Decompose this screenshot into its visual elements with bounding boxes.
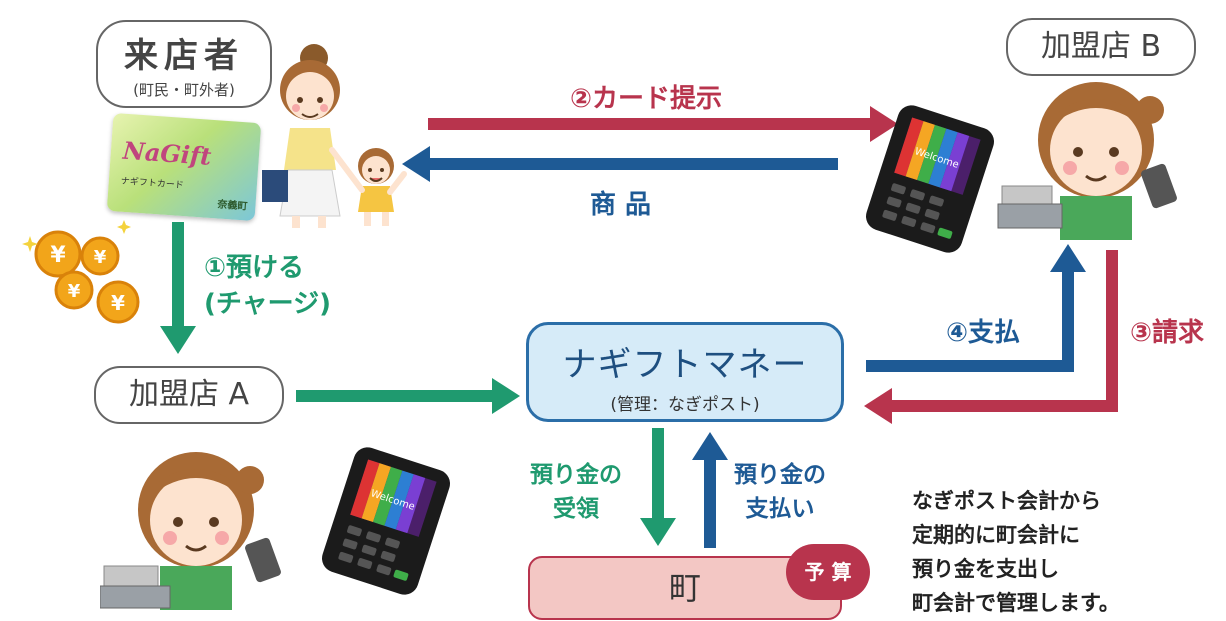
label-claim: ③請求 — [1130, 318, 1205, 348]
nagift-card: NaGift ナギフトカード 奈義町 — [106, 112, 262, 222]
arrow-pay — [866, 244, 1086, 372]
coin-symbol: ¥ — [111, 291, 125, 315]
card-name: ナギフトカード — [120, 176, 185, 192]
coin-4: ¥ — [96, 280, 140, 324]
label-deposit-pay-line1: 預り金の — [734, 462, 826, 488]
town-label: 町 — [668, 569, 701, 607]
label-charge-line1: ①預ける — [204, 253, 305, 283]
budget-badge: 予 算 — [786, 544, 870, 600]
yen-coins: ¥ ¥ ¥ ¥ — [22, 220, 140, 324]
note-line-1: なぎポスト会計から — [912, 489, 1101, 513]
payment-terminal-a: Welcome — [322, 447, 450, 595]
clerk-a-illustration — [100, 452, 281, 610]
visitor-subtitle: (町民・町外者) — [133, 81, 235, 99]
arrow-deposit-pay — [692, 432, 728, 548]
coin-symbol: ¥ — [94, 247, 107, 268]
arrow-claim — [864, 250, 1118, 424]
coin-1: ¥ — [34, 230, 82, 278]
label-deposit-receive-line2: 受領 — [553, 496, 599, 522]
label-deposit-pay: 預り金の 支払い — [734, 458, 826, 526]
center-title: ナギフトマネー — [562, 345, 808, 385]
visitor-title: 来店者 — [124, 36, 244, 76]
explanation-note: なぎポスト会計から 定期的に町会計に 預り金を支出し 町会計で管理します。 — [912, 484, 1120, 620]
coin-2: ¥ — [80, 236, 120, 276]
note-line-4: 町会計で管理します。 — [912, 591, 1120, 615]
arrow-goods — [402, 146, 838, 182]
payment-terminal-b: Welcome — [866, 105, 994, 253]
coin-symbol: ¥ — [68, 281, 81, 302]
label-deposit-pay-line2: 支払い — [745, 496, 815, 522]
arrow-charge — [160, 222, 196, 354]
coin-3: ¥ — [54, 270, 94, 310]
label-deposit-receive: 預り金の 受領 — [530, 458, 622, 526]
card-brand: NaGift — [122, 135, 213, 171]
store-b-text: 加盟店 B — [1040, 29, 1162, 64]
budget-badge-text: 予 算 — [804, 560, 852, 584]
label-card-present: ②カード提示 — [570, 84, 723, 114]
store-a-text: 加盟店 A — [128, 377, 250, 412]
coin-symbol: ¥ — [50, 243, 66, 268]
label-pay: ④支払 — [946, 318, 1021, 348]
label-charge-line2: (チャージ) — [204, 289, 331, 319]
center-subtitle: (管理：なぎポスト) — [610, 395, 760, 415]
arrow-deposit-receive — [640, 428, 676, 546]
clerk-b-illustration — [997, 82, 1177, 240]
note-line-3: 預り金を支出し — [912, 557, 1059, 581]
label-charge: ①預ける (チャージ) — [204, 250, 331, 322]
arrow-store-a-to-center — [296, 378, 520, 414]
label-goods: 商 品 — [590, 190, 652, 220]
visitor-label: 来店者 (町民・町外者) — [96, 20, 272, 108]
visitor-illustration — [262, 44, 407, 228]
store-a-label: 加盟店 A — [94, 366, 284, 424]
label-deposit-receive-line1: 預り金の — [530, 462, 622, 488]
store-b-label: 加盟店 B — [1006, 18, 1196, 76]
arrow-card-present — [428, 106, 898, 142]
center-box: ナギフトマネー (管理：なぎポスト) — [526, 322, 844, 422]
note-line-2: 定期的に町会計に — [912, 523, 1080, 547]
card-issuer: 奈義町 — [217, 199, 248, 213]
